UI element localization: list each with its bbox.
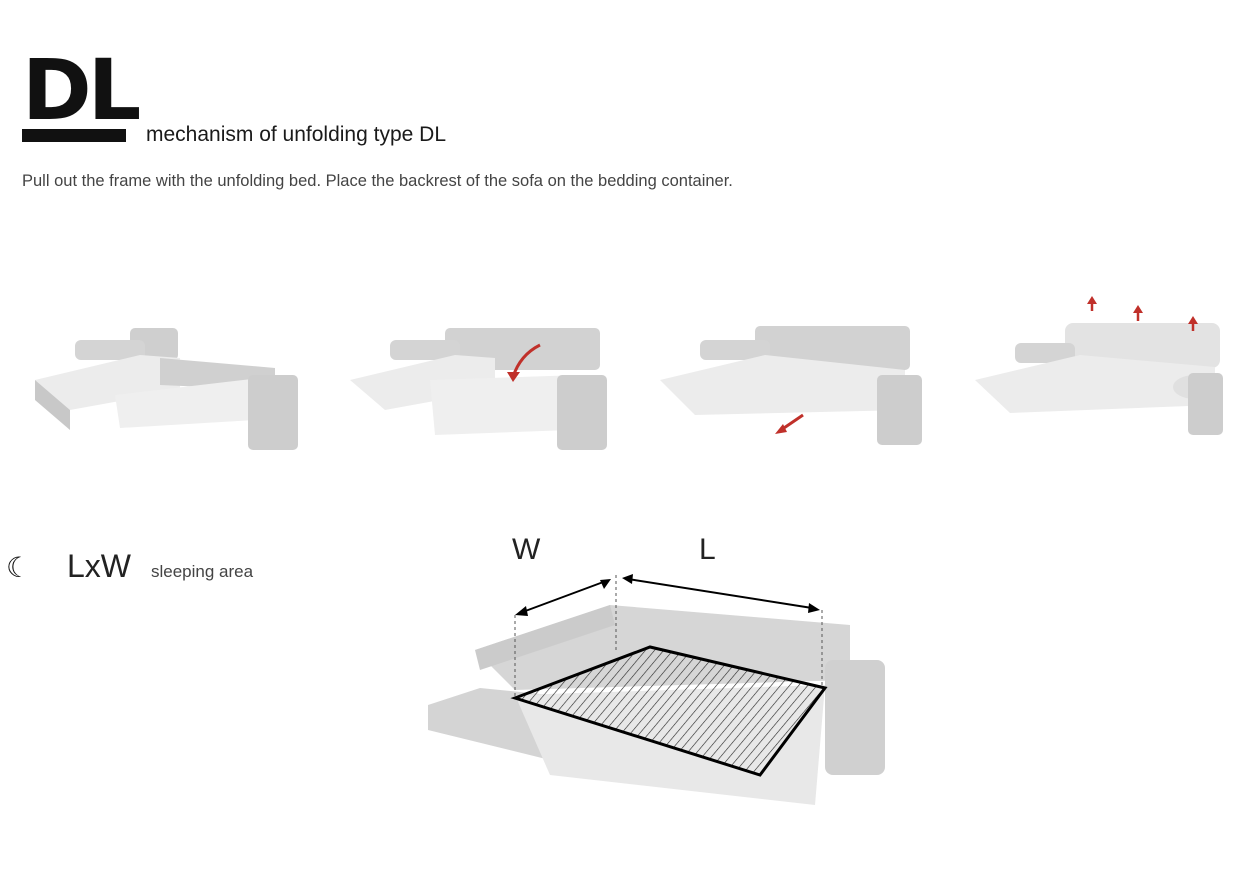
dimension-label: LxW bbox=[67, 548, 131, 584]
length-arrow bbox=[627, 578, 813, 609]
width-label: W bbox=[512, 533, 541, 566]
step-4-illustration bbox=[975, 296, 1223, 435]
length-label: L bbox=[699, 533, 716, 566]
moon-icon: ☾ bbox=[6, 552, 32, 583]
step-2-illustration bbox=[350, 328, 607, 450]
description: Pull out the frame with the unfolding be… bbox=[22, 172, 733, 190]
step-3-illustration bbox=[660, 326, 922, 445]
sleeping-area-diagram bbox=[428, 574, 885, 805]
page-title: mechanism of unfolding type DL bbox=[146, 123, 446, 146]
step-1-illustration bbox=[35, 328, 298, 450]
dl-logo: DL bbox=[22, 41, 141, 139]
dimension-caption: sleeping area bbox=[151, 562, 254, 581]
width-arrow bbox=[519, 580, 607, 614]
logo-underline bbox=[22, 129, 126, 142]
sleeping-area bbox=[510, 645, 828, 777]
up-arrows bbox=[1087, 296, 1198, 331]
